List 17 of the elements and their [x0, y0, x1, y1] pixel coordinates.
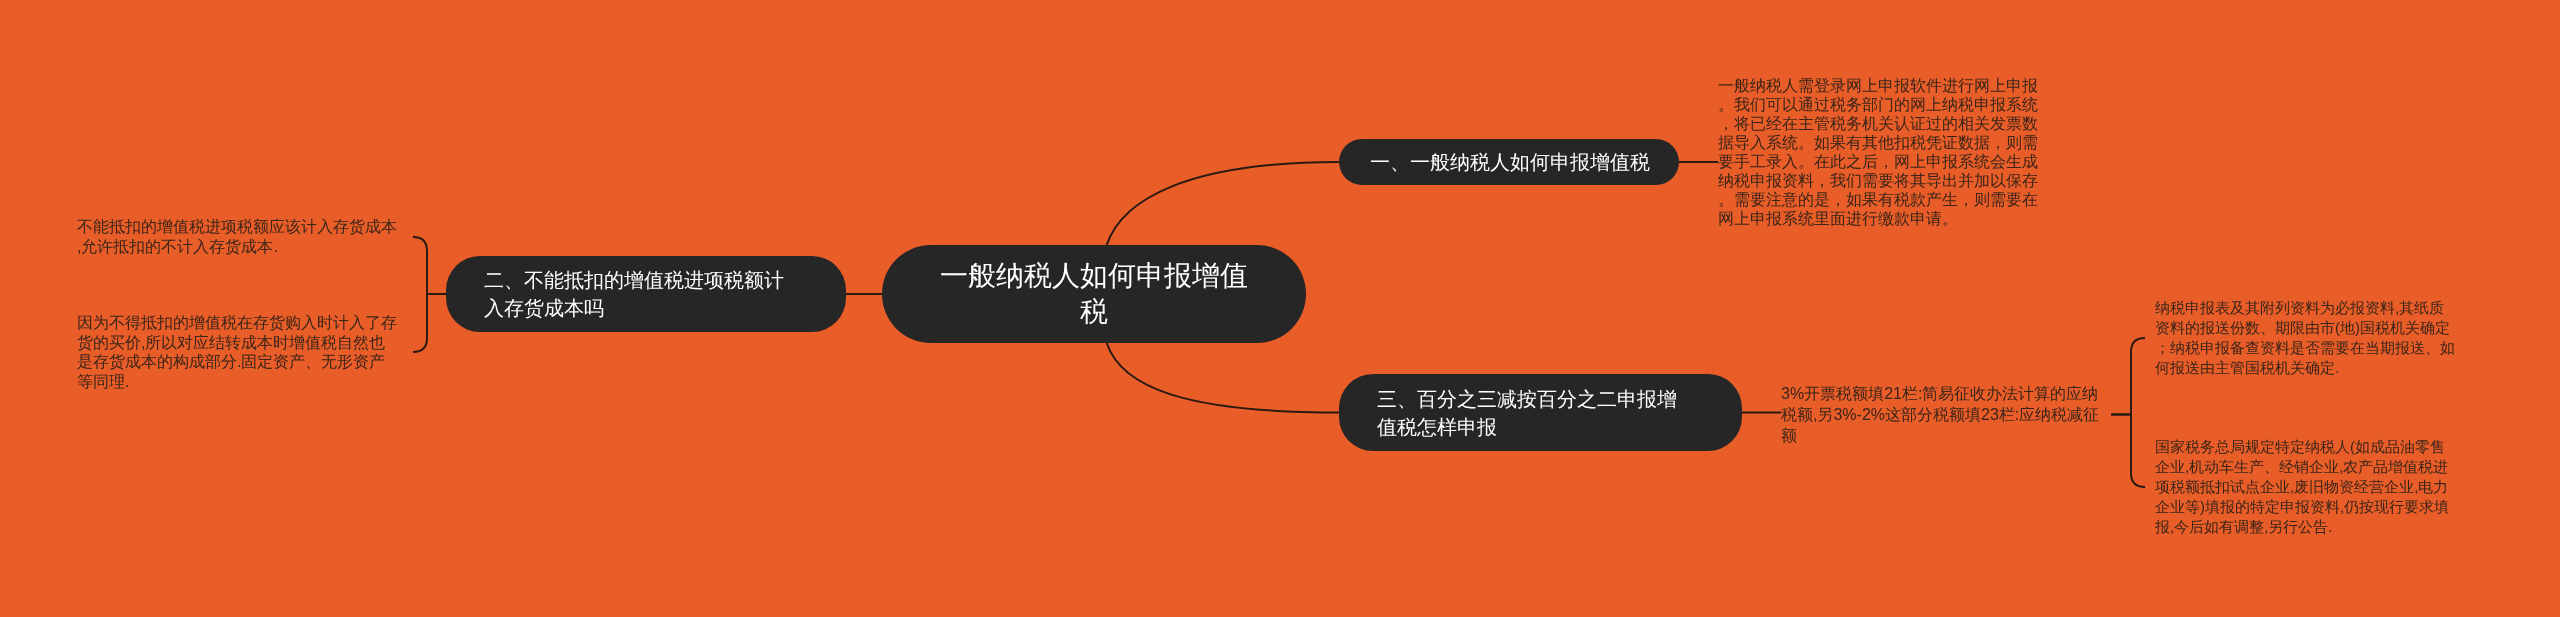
branch-topic: 一、一般纳税人如何申报增值税 — [1339, 139, 1679, 185]
connector-line — [2110, 413, 2146, 488]
note-text: 国家税务总局规定特定纳税人(如成品油零售企业,机动车生产、经销企业,农产品增值税进项税额抵扣试点企业,废旧物资经营企业,电力企业等)填报的特定申报资料,仍按现行要求填报,今后如有调整,另行公告. — [2145, 437, 2457, 537]
branch-topic: 二、不能抵扣的增值税进项税额计入存货成本吗 — [446, 256, 846, 332]
central-topic: 一般纳税人如何申报增值税 — [882, 245, 1306, 343]
note-text: 一般纳税人需登录网上申报软件进行网上申报。我们可以通过税务部门的网上纳税申报系统，将已经在主管税务机关认证过的相关发票数据导入系统。如果有其他扣税凭证数据，则需要手工录入。在此之后，网上申报系统会生成纳税申报资料，我们需要将其导出并加以保存。需要注意的是，如果有税款产生，则需要在网上申报系统里面进行缴款申请。 — [1718, 76, 2040, 228]
note-text: 3%开票税额填21栏:简易征收办法计算的应纳税额,另3%-2%这部分税额填23栏:应纳税减征额 — [1781, 383, 2111, 446]
connector-line — [845, 293, 883, 295]
connector-line — [1741, 411, 1782, 414]
connector-line — [1678, 161, 1719, 163]
connector-line — [1105, 161, 1340, 246]
connector-line — [412, 293, 447, 353]
branch-topic: 三、百分之三减按百分之二申报增值税怎样申报 — [1339, 374, 1742, 451]
note-text: 因为不得抵扣的增值税在存货购入时计入了存货的买价,所以对应结转成本时增值税自然也是存货成本的构成部分.固定资产、无形资产等同理. — [77, 313, 413, 391]
connector-line — [1105, 342, 1340, 414]
note-text: 不能抵扣的增值税进项税额应该计入存货成本,允许抵扣的不计入存货成本. — [77, 217, 413, 257]
note-text: 纳税申报表及其附列资料为必报资料,其纸质资料的报送份数、期限由市(地)国税机关确定；纳税申报备查资料是否需要在当期报送、如何报送由主管国税机关确定. — [2145, 298, 2457, 378]
